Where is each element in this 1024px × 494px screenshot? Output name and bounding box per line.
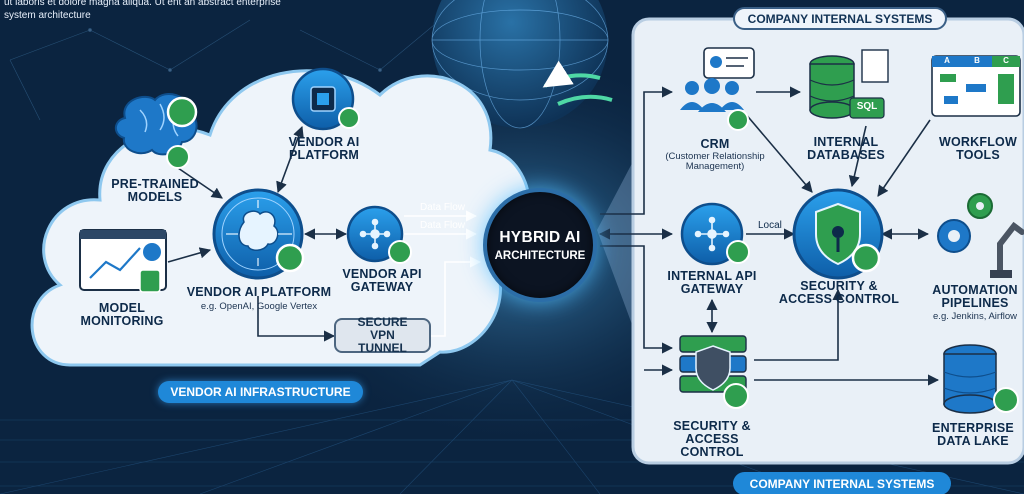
network-mesh — [9, 19, 441, 121]
vendor-ai-platform-sublabel: e.g. OpenAI, Google Vertex — [200, 301, 318, 312]
chip-icon — [291, 67, 360, 131]
vendor-ai-platform-label: VENDOR AI PLATFORM — [186, 285, 332, 299]
hub-title: HYBRID AI — [499, 228, 581, 246]
crm-sublabel: (Customer Relationship Management) — [665, 151, 765, 172]
enterprise-data-lake-label: ENTERPRISE DATA LAKE — [932, 421, 1014, 449]
ai-chip-badge-icon — [166, 96, 198, 128]
sheet-header-b: B — [974, 56, 980, 65]
data-flow-label-1: Data Flow — [420, 202, 466, 213]
vendor-api-gateway-label: VENDOR API GATEWAY — [342, 267, 422, 295]
shield-key-icon — [792, 188, 884, 280]
local-label: Local — [758, 220, 782, 231]
workflow-tools-label: WORKFLOW TOOLS — [939, 135, 1017, 163]
security-access-control-bottom-label: SECURITY & ACCESS CONTROL — [673, 419, 751, 460]
server-lock-icon — [679, 335, 749, 409]
automation-sublabel: e.g. Jenkins, Airflow — [933, 311, 1017, 322]
vendor-api-gateway-icon — [346, 205, 412, 264]
sql-tag: SQL — [856, 101, 878, 112]
pretrained-models-label: PRE-TRAINED MODELS — [111, 177, 199, 205]
secure-vpn-tunnel-label: SECURE VPN TUNNEL — [357, 314, 408, 356]
internal-databases-label: INTERNAL DATABASES — [807, 135, 885, 163]
company-internal-systems-badge-bottom: COMPANY INTERNAL SYSTEMS — [733, 472, 951, 494]
database-icon — [809, 49, 889, 119]
hybrid-ai-hub: HYBRID AI ARCHITECTURE — [483, 188, 597, 302]
data-flow-label-2: Data Flow — [420, 220, 466, 231]
intro-text: ut laboris et dolore magna aliqua. Ut en… — [4, 0, 281, 21]
automation-pipelines-label: AUTOMATION PIPELINES — [932, 283, 1018, 311]
model-monitoring-label: MODEL MONITORING — [80, 301, 164, 329]
sheet-header-c: C — [1003, 56, 1009, 65]
security-access-control-label: SECURITY & ACCESS CONTROL — [778, 279, 900, 307]
workflow-sheet-icon — [931, 55, 1021, 117]
gears-robot-icon — [937, 193, 1024, 278]
vendor-ai-platform-top-label: VENDOR AI PLATFORM — [288, 135, 360, 163]
vendor-infrastructure-badge: VENDOR AI INFRASTRUCTURE — [158, 381, 363, 403]
secure-vpn-tunnel: SECURE VPN TUNNEL — [334, 314, 431, 356]
company-internal-systems-badge-top: COMPANY INTERNAL SYSTEMS — [733, 7, 947, 30]
data-lake-icon — [943, 344, 1019, 414]
monitoring-dashboard-icon — [79, 229, 167, 293]
hub-subtitle: ARCHITECTURE — [494, 249, 586, 262]
crm-label: CRM — [700, 137, 730, 151]
internal-api-gateway-label: INTERNAL API GATEWAY — [667, 269, 757, 297]
internal-api-gateway-icon — [680, 202, 750, 266]
crm-people-icon — [680, 47, 755, 131]
sheet-header-a: A — [944, 56, 950, 65]
head-badge-icon — [166, 145, 190, 169]
vendor-ai-platform-icon — [212, 188, 305, 280]
